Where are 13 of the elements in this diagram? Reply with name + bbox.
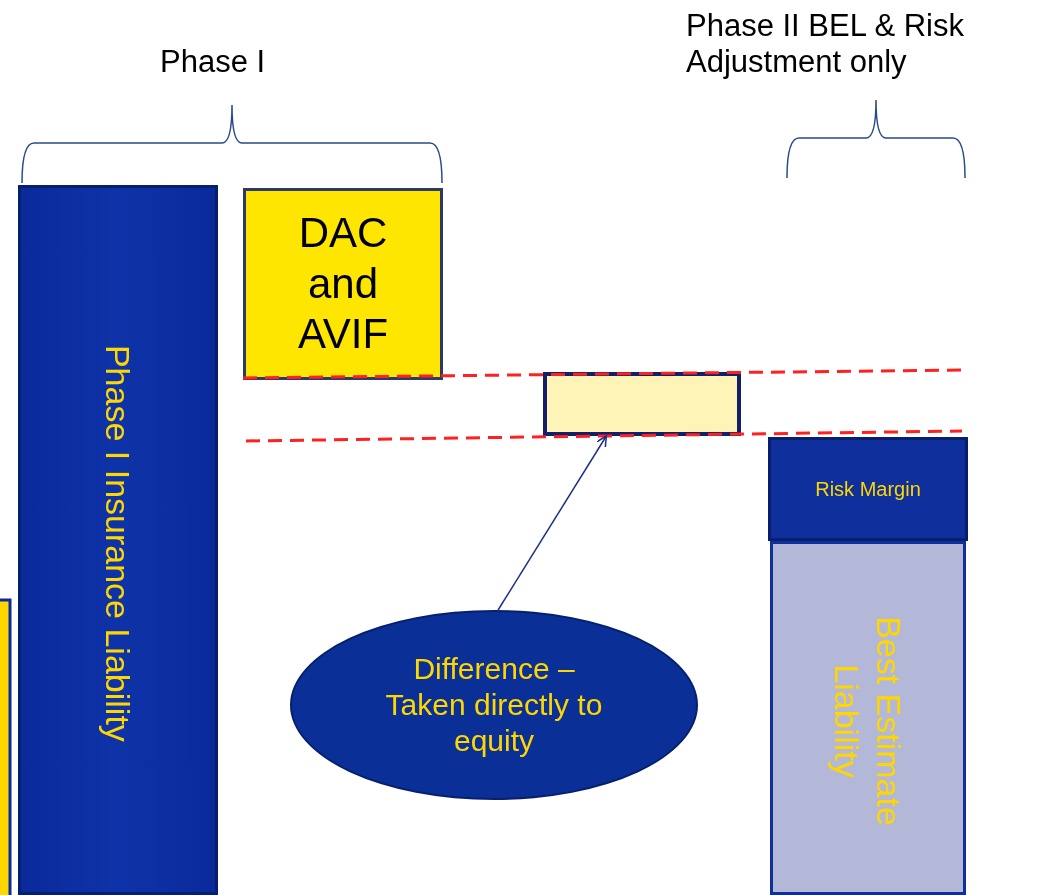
bar-label: Phase I Insurance Liability: [98, 343, 139, 744]
phase-heading: Phase II BEL & Risk Adjustment only: [686, 8, 965, 80]
liability-bar: [18, 185, 218, 895]
bar-label: DAC and AVIF: [296, 208, 390, 360]
bar-label: Risk Margin: [815, 477, 921, 501]
liability-bar: [768, 437, 968, 541]
arrow: [497, 435, 608, 611]
liability-bar: [770, 541, 966, 895]
difference-box: [543, 372, 741, 436]
liability-bar: [243, 188, 443, 380]
callout-text: Difference – Taken directly to equity: [384, 651, 604, 759]
phase-heading: Phase I: [160, 44, 267, 80]
bar-label: Best Estimate Liability: [827, 615, 909, 828]
